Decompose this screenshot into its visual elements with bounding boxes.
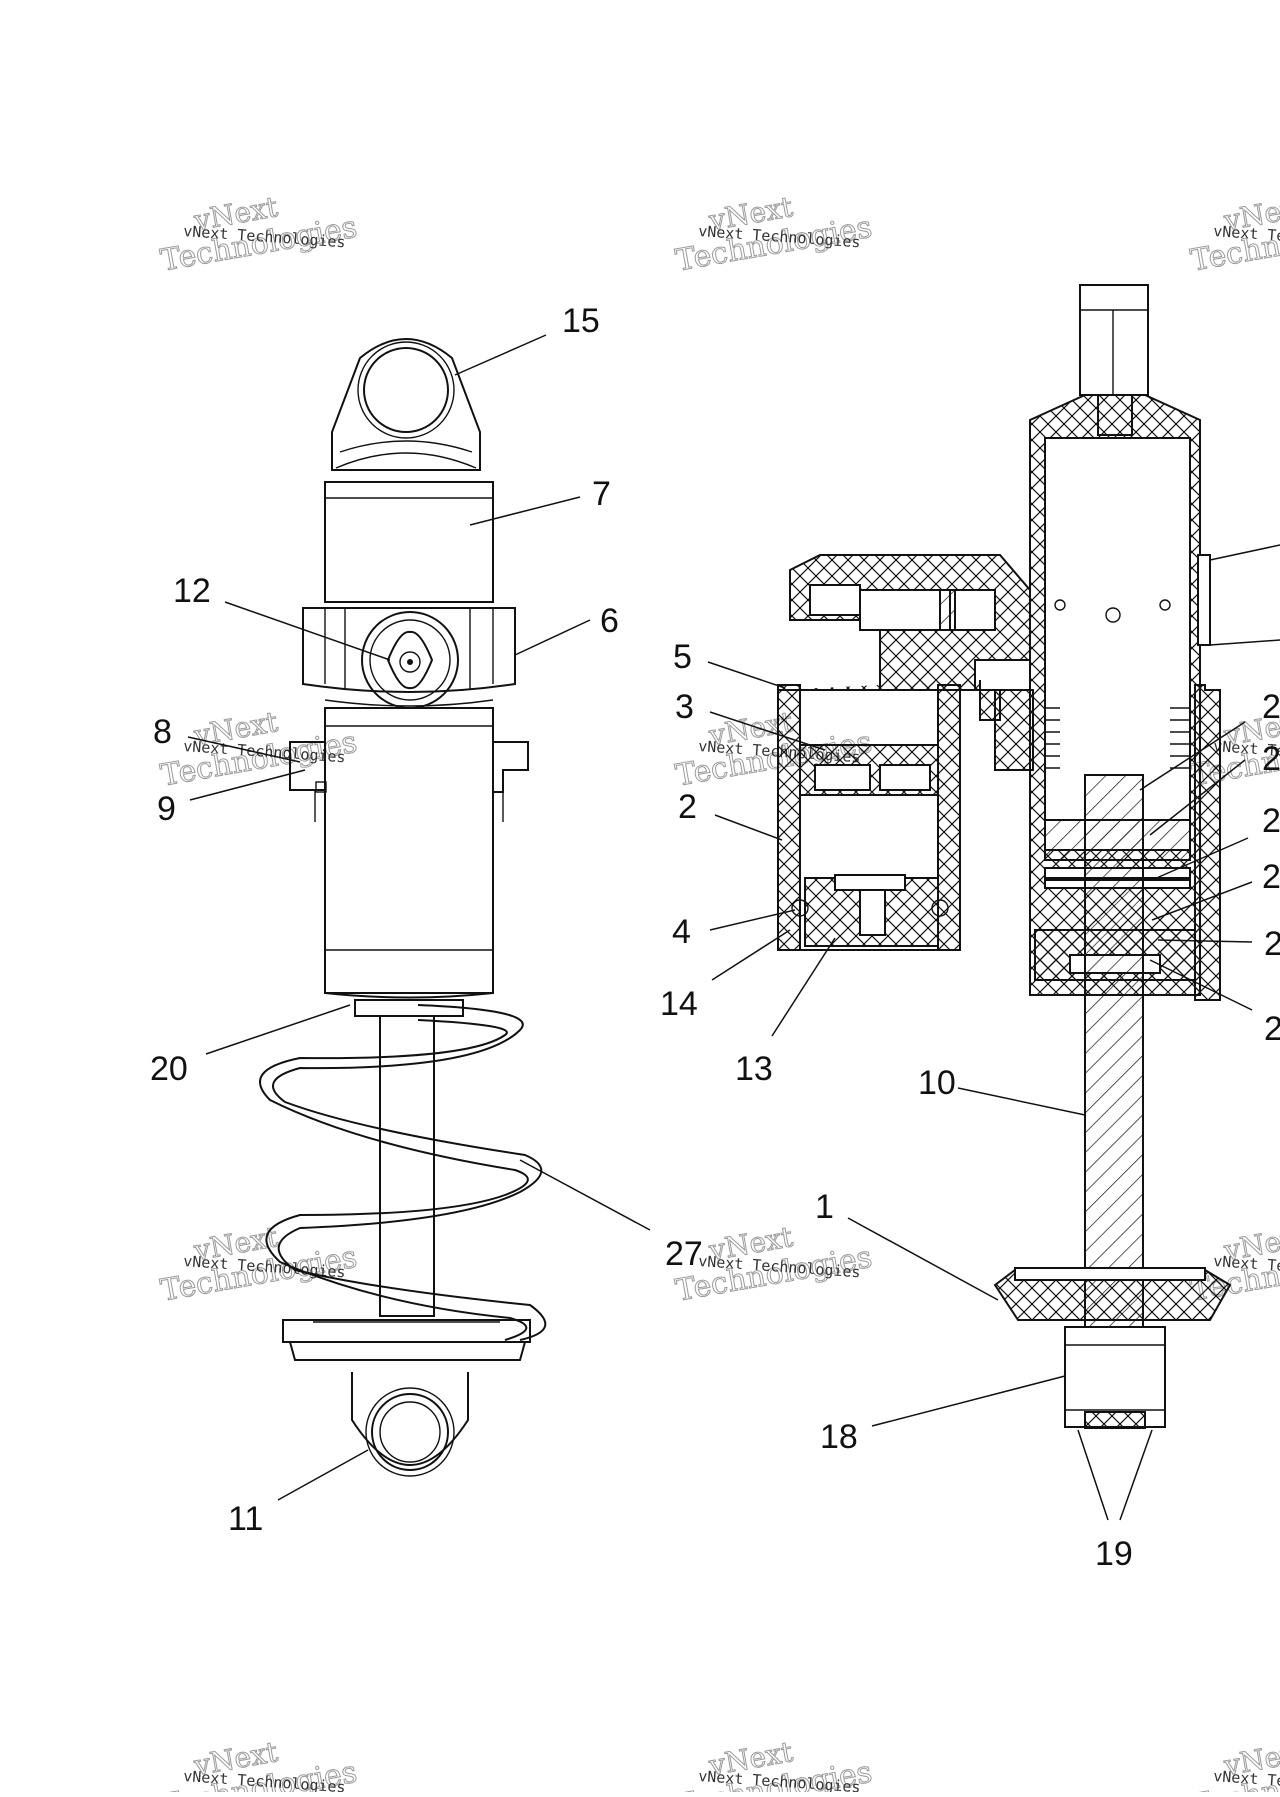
- piston-rod: [1084, 774, 1144, 1336]
- bumper-seat: [354, 999, 464, 1017]
- callout-18: 18: [820, 1418, 858, 1456]
- callout-right-5: 2: [1264, 925, 1280, 963]
- callout-8: 8: [153, 713, 172, 751]
- callout-19: 19: [1095, 1535, 1133, 1573]
- lower-spring-seat: [282, 1319, 531, 1343]
- bottom-eyelet: [351, 1372, 469, 1477]
- main-body-tube: [324, 707, 494, 994]
- callout-1: 1: [815, 1188, 834, 1226]
- adjuster-housing: [302, 607, 516, 707]
- callout-right-1: 2: [1262, 688, 1280, 726]
- callout-14: 14: [660, 985, 698, 1023]
- piggyback-reservoir: [777, 554, 1034, 951]
- upper-body-cap: [324, 481, 494, 603]
- callout-20: 20: [150, 1050, 188, 1088]
- callout-27: 27: [665, 1235, 703, 1273]
- leader-lines: [187, 334, 1280, 1501]
- callout-7: 7: [592, 475, 611, 513]
- callout-labels: 15 7 12 6 8 9 20 27 11 5 3 2 4 14 13 10 …: [150, 302, 1280, 1573]
- callout-right-6: 2: [1264, 1010, 1280, 1048]
- callout-right-3: 2: [1262, 802, 1280, 840]
- bottom-spring-mount: [993, 1267, 1232, 1321]
- callout-13: 13: [735, 1050, 773, 1088]
- compression-adjuster-knob: [361, 611, 459, 709]
- coil-spring: [259, 1004, 547, 1341]
- shock-section-view: [777, 284, 1232, 1521]
- callout-2: 2: [678, 788, 697, 826]
- callout-10: 10: [918, 1064, 956, 1102]
- callout-11: 11: [228, 1500, 263, 1538]
- callout-3: 3: [675, 688, 694, 726]
- callout-right-2: 2: [1262, 740, 1280, 778]
- callout-4: 4: [672, 913, 691, 951]
- callout-5: 5: [673, 638, 692, 676]
- callout-right-4: 2: [1262, 858, 1280, 896]
- callout-12: 12: [173, 572, 211, 610]
- body-end-cap: [324, 992, 494, 999]
- callout-15: 15: [562, 302, 600, 340]
- callout-9: 9: [157, 790, 176, 828]
- top-stud: [1079, 284, 1149, 396]
- shock-external-view: [259, 338, 547, 1477]
- top-eyelet: [331, 338, 481, 471]
- callout-6: 6: [600, 602, 619, 640]
- shaft: [379, 1015, 435, 1317]
